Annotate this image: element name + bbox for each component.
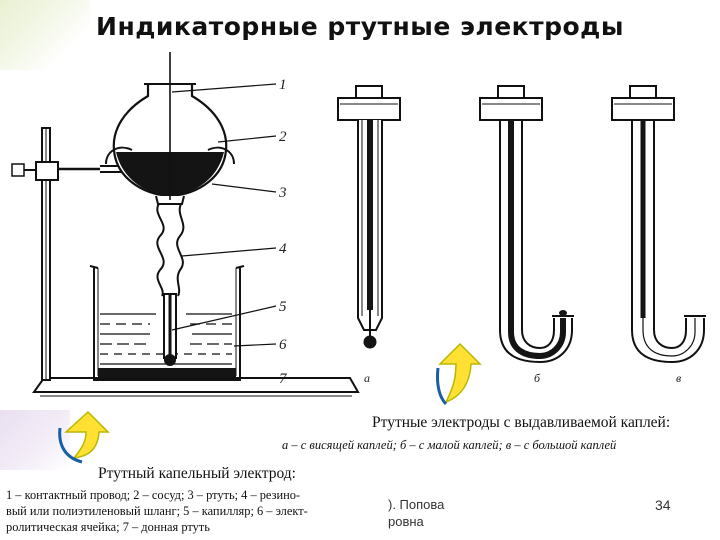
callout-5: 5 [279, 299, 287, 315]
right-figure-subcaption: а – с висящей каплей; б – с малой каплей… [282, 438, 617, 452]
author-line: ровна [388, 514, 424, 529]
sublabel-a: а [364, 371, 370, 385]
hanging-drop-electrodes [337, 85, 706, 364]
legend-line: ролитическая ячейка; 7 – донная ртуть [6, 520, 210, 534]
footer-author: ). Попова ровна [388, 496, 498, 530]
electrode-c [611, 85, 706, 364]
callout-2: 2 [279, 129, 287, 145]
author-line: ). Попова [388, 497, 445, 512]
curved-arrow-icon [58, 410, 110, 464]
page-number: 34 [655, 497, 671, 513]
corner-decoration [0, 0, 90, 70]
left-figure-legend: 1 – контактный провод; 2 – сосуд; 3 – рт… [6, 487, 390, 535]
callout-4: 4 [279, 241, 287, 257]
callout-6: 6 [279, 337, 287, 353]
electrode-b [479, 85, 574, 364]
callout-3: 3 [278, 185, 287, 201]
electrode-a [337, 85, 401, 349]
legend-line: вый или полиэтиленовый шланг; 5 – капилл… [6, 504, 308, 518]
left-figure-caption: Ртутный капельный электрод: [98, 465, 296, 482]
sublabel-c: в [676, 371, 681, 385]
slide-title: Индикаторные ртутные электроды [96, 12, 624, 41]
legend-line: 1 – контактный провод; 2 – сосуд; 3 – рт… [6, 488, 301, 502]
right-figure-caption: Ртутные электроды с выдавливаемой каплей… [372, 414, 671, 431]
side-decoration [0, 410, 70, 470]
callout-1: 1 [279, 77, 287, 93]
curved-arrow-icon [436, 342, 482, 406]
dropping-mercury-electrode-apparatus [11, 52, 360, 397]
callout-7: 7 [279, 371, 288, 387]
sublabel-b: б [534, 371, 541, 385]
